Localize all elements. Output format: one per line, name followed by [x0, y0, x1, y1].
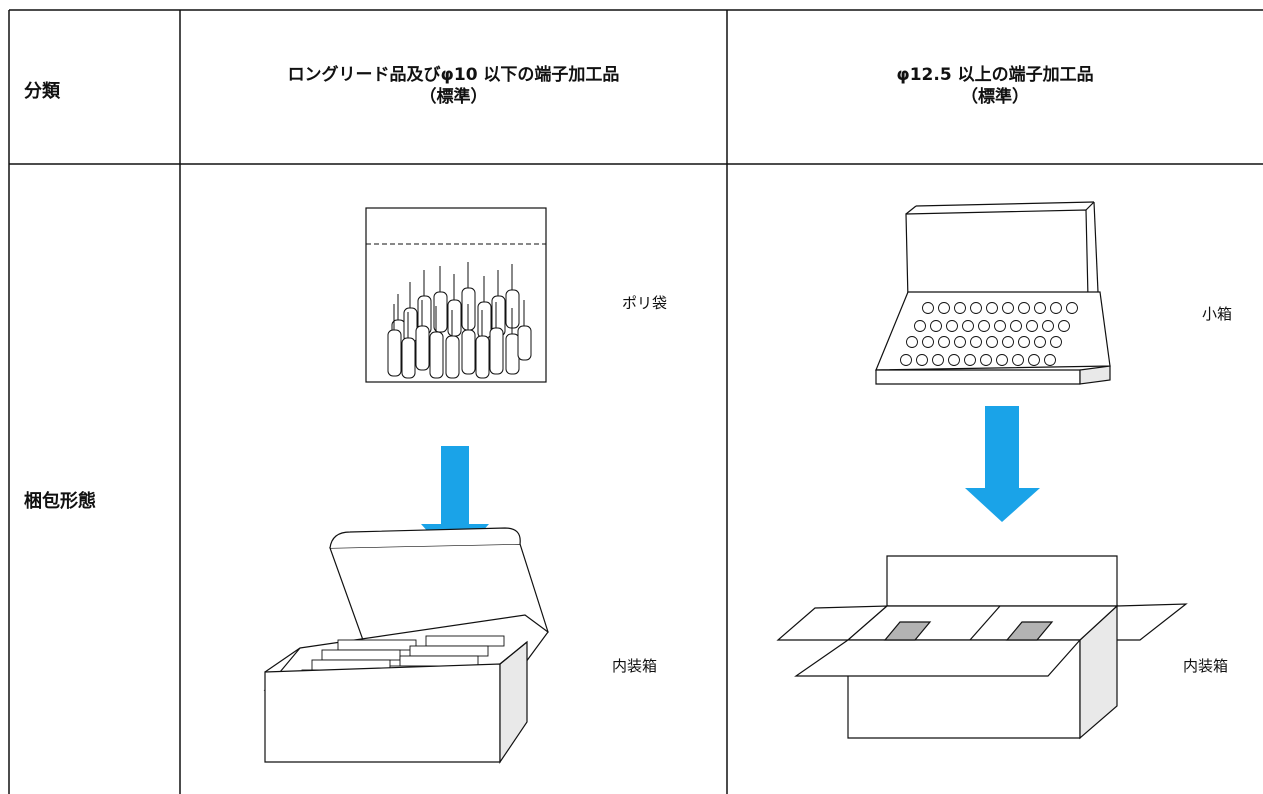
lug-capacitor — [978, 320, 990, 332]
lug-capacitor — [922, 302, 934, 314]
lug-capacitor — [916, 354, 928, 366]
capacitor-body — [517, 325, 532, 361]
lug-capacitor — [954, 302, 966, 314]
lug-capacitor — [914, 320, 926, 332]
lug-capacitor — [986, 336, 998, 348]
lug-capacitor — [906, 336, 918, 348]
column-header-1: ロングリード品及びφ10 以下の端子加工品 （標準） — [180, 64, 727, 108]
lug-capacitor — [1058, 320, 1070, 332]
column-header-1-subtitle: （標準） — [419, 87, 488, 107]
capacitor-body — [447, 299, 462, 337]
poly-bag-illustration — [365, 207, 547, 383]
inner-carton — [337, 639, 417, 651]
lug-capacitor — [970, 302, 982, 314]
lug-capacitor — [1050, 336, 1062, 348]
small-box-illustration — [875, 201, 1111, 385]
lug-capacitor — [994, 320, 1006, 332]
lug-capacitor — [938, 302, 950, 314]
capacitor-body — [505, 333, 520, 375]
lug-capacitor — [1034, 302, 1046, 314]
capacitor-body — [387, 329, 402, 377]
row-header-classification: 分類 — [24, 81, 60, 102]
lug-capacitor — [1050, 302, 1062, 314]
inner-carton — [425, 635, 505, 647]
small-box-label: 小箱 — [1202, 305, 1233, 323]
lug-capacitor — [996, 354, 1008, 366]
poly-bag-label: ポリ袋 — [622, 294, 668, 312]
row-header-packing-form: 梱包形態 — [24, 491, 96, 512]
capacitor-body — [461, 329, 476, 375]
inner-carton — [399, 655, 479, 667]
lug-capacitor — [1034, 336, 1046, 348]
lug-capacitor — [1002, 302, 1014, 314]
column-header-1-title: ロングリード品及びφ10 以下の端子加工品 — [287, 65, 620, 85]
lug-capacitor — [938, 336, 950, 348]
down-arrow-2 — [965, 406, 1040, 522]
lug-capacitor — [1018, 302, 1030, 314]
lug-capacitor — [962, 320, 974, 332]
lug-capacitor — [986, 302, 998, 314]
lug-capacitor — [900, 354, 912, 366]
lug-capacitor — [1042, 320, 1054, 332]
table-grid — [8, 9, 1263, 794]
lug-capacitor — [1010, 320, 1022, 332]
lug-capacitor — [1026, 320, 1038, 332]
inner-box-1-illustration — [263, 527, 549, 764]
lug-capacitor — [1066, 302, 1078, 314]
lug-capacitor — [922, 336, 934, 348]
capacitor-body — [401, 337, 416, 379]
lug-capacitor — [932, 354, 944, 366]
inner-carton — [409, 645, 489, 657]
lug-capacitor — [1012, 354, 1024, 366]
lug-capacitor — [930, 320, 942, 332]
column-header-2-title: φ12.5 以上の端子加工品 — [896, 65, 1094, 85]
lug-capacitor — [1028, 354, 1040, 366]
lug-capacitor — [970, 336, 982, 348]
capacitor-body — [475, 335, 490, 379]
column-header-2: φ12.5 以上の端子加工品 （標準） — [727, 64, 1263, 108]
capacitor-body — [403, 307, 418, 343]
lug-capacitor — [964, 354, 976, 366]
lug-capacitor — [980, 354, 992, 366]
inner-box-2-illustration — [776, 555, 1188, 740]
capacitor-body — [477, 301, 492, 339]
lug-capacitor — [1044, 354, 1056, 366]
inner-carton — [321, 649, 401, 661]
capacitor-body — [489, 327, 504, 375]
capacitor-body — [429, 331, 444, 379]
capacitor-body — [445, 335, 460, 379]
inner-box-1-label: 内装箱 — [612, 657, 658, 675]
capacitor-body — [433, 291, 448, 333]
lug-capacitor — [946, 320, 958, 332]
lug-capacitor — [954, 336, 966, 348]
inner-box-2-label: 内装箱 — [1183, 657, 1229, 675]
capacitor-body — [415, 325, 430, 371]
lug-capacitor — [948, 354, 960, 366]
lug-capacitor — [1018, 336, 1030, 348]
lug-capacitor — [1002, 336, 1014, 348]
column-header-2-subtitle: （標準） — [961, 87, 1029, 107]
